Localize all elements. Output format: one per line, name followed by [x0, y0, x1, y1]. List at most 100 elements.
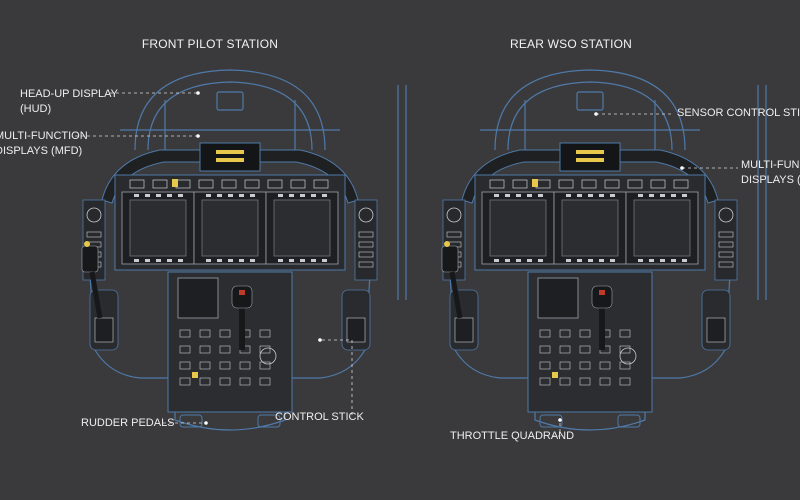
rear-throttle-grip [441, 245, 459, 273]
front-mfd-2-button-top [217, 194, 222, 197]
rear-stick-trigger [599, 290, 605, 295]
rear-pedestal-switch [559, 329, 571, 338]
front-right-gauge [358, 207, 374, 223]
front-mfd-3-button-bottom [322, 259, 327, 262]
rear-pedestal-switch [559, 377, 571, 386]
front-switch-top [290, 179, 306, 189]
rear-mfd-3-button-top [671, 194, 676, 197]
front-mfd-2-button-top [206, 194, 211, 197]
rear-pedestal-warning-light [552, 372, 558, 378]
hud-label: HEAD-UP DISPLAY (HUD) [20, 88, 119, 115]
front-pedestal-switch [179, 361, 191, 370]
rear-pedestal-switch [619, 361, 631, 370]
rear-rudder-pedal-right [617, 414, 641, 428]
rear-mfd-2-button-bottom [577, 259, 582, 262]
mfd-rear-label: MULTI-FUNCTION DISPLAYS (MFD) [741, 159, 800, 186]
rear-pedestal-switch [619, 345, 631, 354]
rudder-pedals-label: RUDDER PEDALS [81, 417, 175, 429]
rear-upfront-indicator-top [576, 150, 604, 154]
rear-pedestal-switch [539, 329, 551, 338]
front-switch-top [244, 179, 260, 189]
front-pedestal-switch [199, 377, 211, 386]
front-mfd-2-button-bottom [228, 259, 233, 262]
front-switch-top [267, 179, 283, 189]
rear-switch-top [558, 179, 574, 189]
rear-cockpit [441, 69, 767, 431]
rear-mfd-2-button-bottom [588, 259, 593, 262]
front-canopy-inner [147, 81, 313, 151]
rear-canopy-inner [507, 81, 673, 151]
front-mfd-2-button-bottom [250, 259, 255, 262]
rear-mfd-1-button-bottom [516, 259, 521, 262]
front-mfd-3-button-top [289, 194, 294, 197]
rear-mfd-1-button-top [505, 194, 510, 197]
front-pedestal-switch [199, 329, 211, 338]
rear-mfd-3-button-top [638, 194, 643, 197]
front-throttle-switch [84, 241, 90, 247]
front-switch-top [198, 179, 214, 189]
rear-left-gauge [446, 207, 462, 223]
front-mfd-1-button-bottom [167, 259, 172, 262]
rear-pedestal-switch [539, 361, 551, 370]
leader-mfd-rear-dot [680, 166, 684, 170]
front-mfd-1-button-top [178, 194, 183, 197]
front-mfd-2-button-bottom [206, 259, 211, 262]
front-switch-top [313, 179, 329, 189]
sensor-control-stick-label: SENSOR CONTROL STICK [677, 107, 800, 119]
front-right-console-switch [358, 251, 374, 258]
front-mfd-1-button-top [134, 194, 139, 197]
rear-pedestal-switch [579, 377, 591, 386]
front-mfd-1-button-bottom [178, 259, 183, 262]
rear-mfd-3-button-bottom [649, 259, 654, 262]
rear-right-console-switch [718, 261, 734, 268]
rear-pedestal-switch [559, 361, 571, 370]
leader-rudder-pedals-dot [204, 421, 208, 425]
front-station-title: FRONT PILOT STATION [141, 37, 279, 51]
rear-upfront-indicator-bottom [576, 158, 604, 162]
control-stick-label: CONTROL STICK [275, 411, 364, 423]
leader-hud-dot [196, 91, 200, 95]
rear-stick-grip [591, 285, 613, 309]
rear-upfront-panel [559, 142, 621, 172]
front-mfd-1-button-top [167, 194, 172, 197]
front-stick-trigger [239, 290, 245, 295]
rear-switch-top [627, 179, 643, 189]
front-left-gauge [86, 207, 102, 223]
rear-right-rail-panel [706, 317, 726, 343]
leader-throttle-dot [558, 418, 562, 422]
rear-pedestal-display [537, 277, 579, 319]
front-pedestal-switch [199, 361, 211, 370]
front-mfd-3-button-top [322, 194, 327, 197]
rear-switch-top [512, 179, 528, 189]
rear-pedestal-switch [619, 377, 631, 386]
rear-right-gauge [718, 207, 734, 223]
rear-pedestal-switch [619, 329, 631, 338]
rear-canopy-outer [494, 69, 686, 151]
front-mfd-3-button-bottom [311, 259, 316, 262]
front-pedestal-switch [179, 345, 191, 354]
rear-mfd-3-button-top [682, 194, 687, 197]
rear-mfd-1-button-top [516, 194, 521, 197]
front-mfd-3-button-bottom [278, 259, 283, 262]
rear-mfd-2-button-bottom [599, 259, 604, 262]
rear-switch-top [650, 179, 666, 189]
front-pedestal-switch [219, 329, 231, 338]
rear-mfd-3-button-bottom [671, 259, 676, 262]
front-pedestal-switch [259, 361, 271, 370]
throttle-quadrand-label: THROTTLE QUADRAND [450, 430, 575, 442]
front-mfd-2-button-top [250, 194, 255, 197]
leader-control-stick [320, 339, 353, 415]
front-throttle-arm [89, 271, 103, 319]
rear-mfd-screen-3 [633, 199, 691, 257]
front-upfront-indicator-top [216, 150, 244, 154]
rear-pedestal-switch [559, 345, 571, 354]
front-mfd-2-button-bottom [239, 259, 244, 262]
rear-throttle-switch [444, 241, 450, 247]
rear-throttle-arm [449, 271, 463, 319]
rear-right-console-switch [718, 241, 734, 248]
rear-pedestal-switch [539, 345, 551, 354]
rear-mfd-screen-1 [489, 199, 547, 257]
rear-mfd-1-button-top [494, 194, 499, 197]
